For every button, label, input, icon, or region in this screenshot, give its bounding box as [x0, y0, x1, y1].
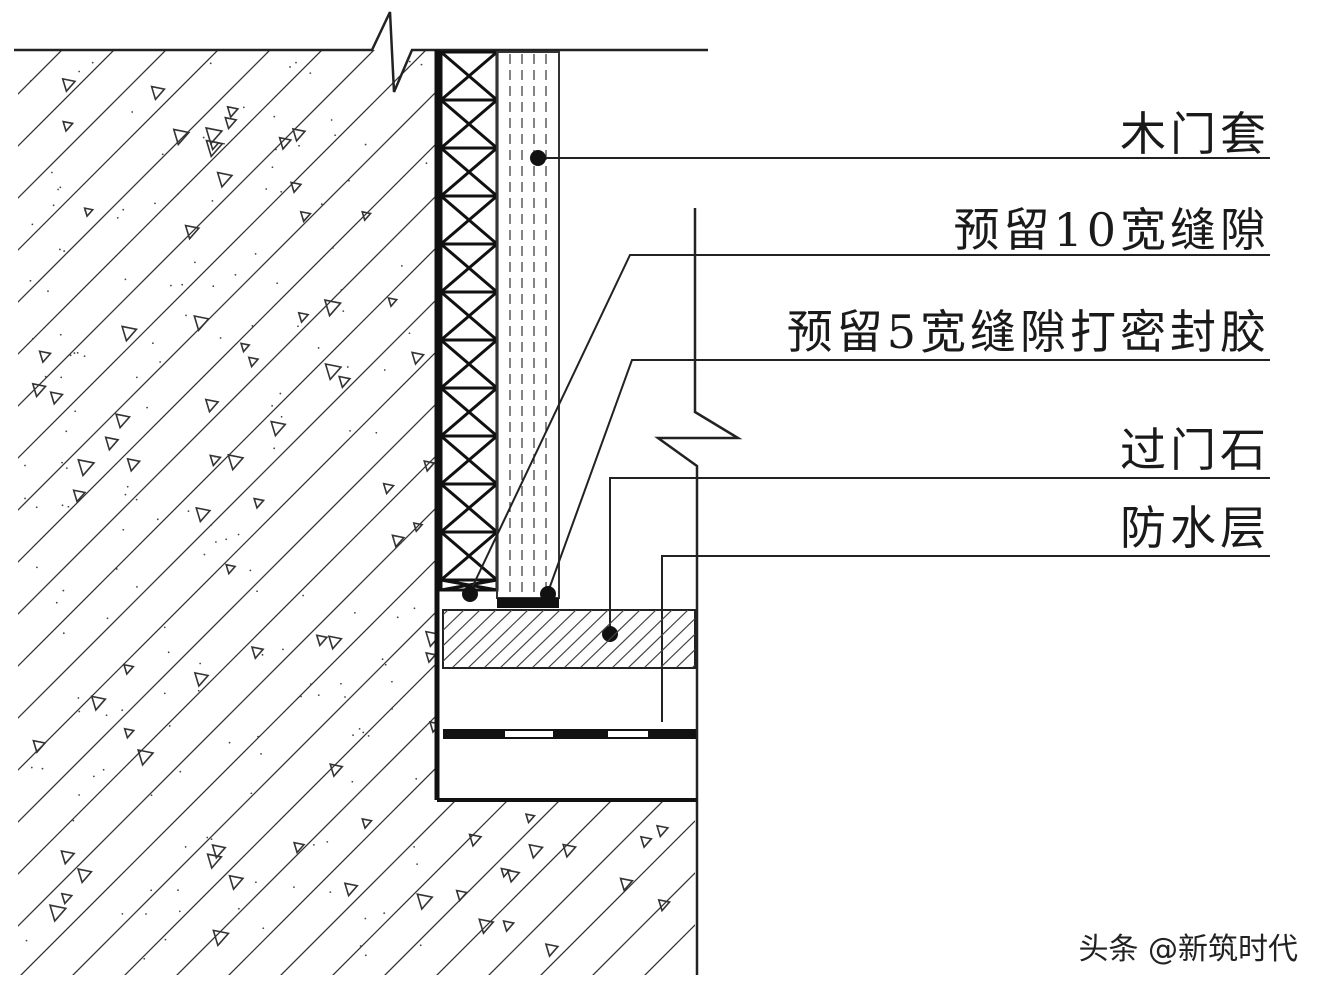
waterproof-layer-line — [443, 729, 696, 739]
label-threshold-stone: 过门石 — [1120, 423, 1270, 477]
ground-line — [14, 11, 708, 93]
opening-edge — [654, 208, 743, 975]
threshold-stone — [442, 609, 696, 669]
label-door-casing: 木门套 — [1120, 107, 1270, 161]
label-gap-10: 预留10宽缝隙 — [953, 203, 1270, 257]
label-gap-5-sealant: 预留5宽缝隙打密封胶 — [786, 305, 1270, 359]
wood-frame — [439, 50, 499, 592]
sealant-strip — [497, 598, 559, 608]
label-waterproof-layer: 防水层 — [1120, 501, 1270, 555]
watermark: 头条 @新筑时代 — [1078, 932, 1298, 967]
concrete-aggregate — [24, 60, 672, 960]
